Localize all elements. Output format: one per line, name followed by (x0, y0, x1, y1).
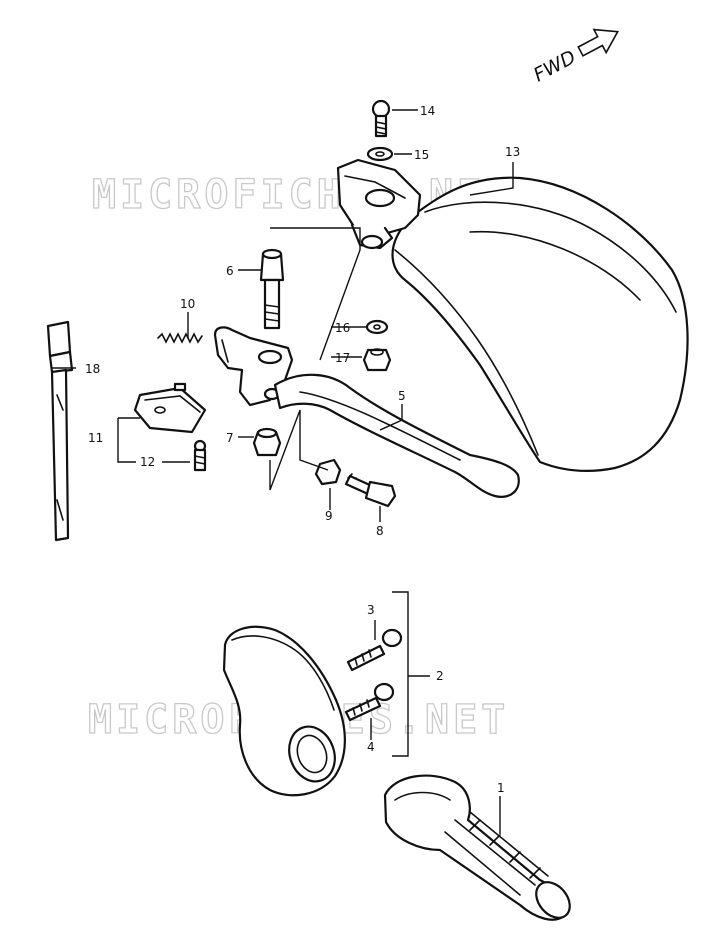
collar-bolt-6 (259, 248, 285, 330)
switch-11 (133, 382, 207, 434)
screw-4 (344, 682, 395, 722)
callout-6: 6 (226, 264, 234, 278)
nut-9 (314, 458, 342, 486)
callout-4: 4 (367, 740, 375, 754)
callout-16: 16 (335, 321, 350, 335)
callout-8: 8 (376, 524, 384, 538)
callout-17: 17 (335, 351, 350, 365)
washer-15 (366, 146, 394, 162)
callout-15: 15 (414, 148, 429, 162)
nut-7 (252, 427, 282, 457)
strap-18 (46, 320, 74, 542)
callout-10: 10 (180, 297, 195, 311)
spring-10 (157, 332, 203, 344)
screw-3 (346, 628, 403, 672)
mount-bracket (336, 158, 422, 250)
throttle-housing-2 (222, 625, 346, 797)
arrow-forward-icon (577, 28, 620, 57)
callout-13: 13 (505, 145, 520, 159)
callout-5: 5 (398, 389, 406, 403)
hand-guard (391, 176, 689, 472)
callout-7: 7 (226, 431, 234, 445)
callout-2: 2 (436, 669, 444, 683)
callout-3: 3 (367, 603, 375, 617)
brake-lever-5 (273, 373, 520, 498)
callout-1: 1 (497, 781, 505, 795)
callout-9: 9 (325, 509, 333, 523)
nut-17 (362, 348, 392, 372)
pivot-bolt-8 (344, 473, 397, 508)
callout-14: 14 (420, 104, 435, 118)
grip-1 (383, 774, 571, 921)
callout-12: 12 (140, 455, 155, 469)
screw-12 (193, 439, 207, 472)
fwd-indicator: FWD (530, 28, 620, 86)
screw-14 (371, 99, 391, 138)
callout-11: 11 (88, 431, 103, 445)
leader-lines (52, 109, 514, 834)
fwd-label: FWD (530, 46, 579, 86)
washer-16 (365, 319, 389, 335)
callout-18: 18 (85, 362, 100, 376)
